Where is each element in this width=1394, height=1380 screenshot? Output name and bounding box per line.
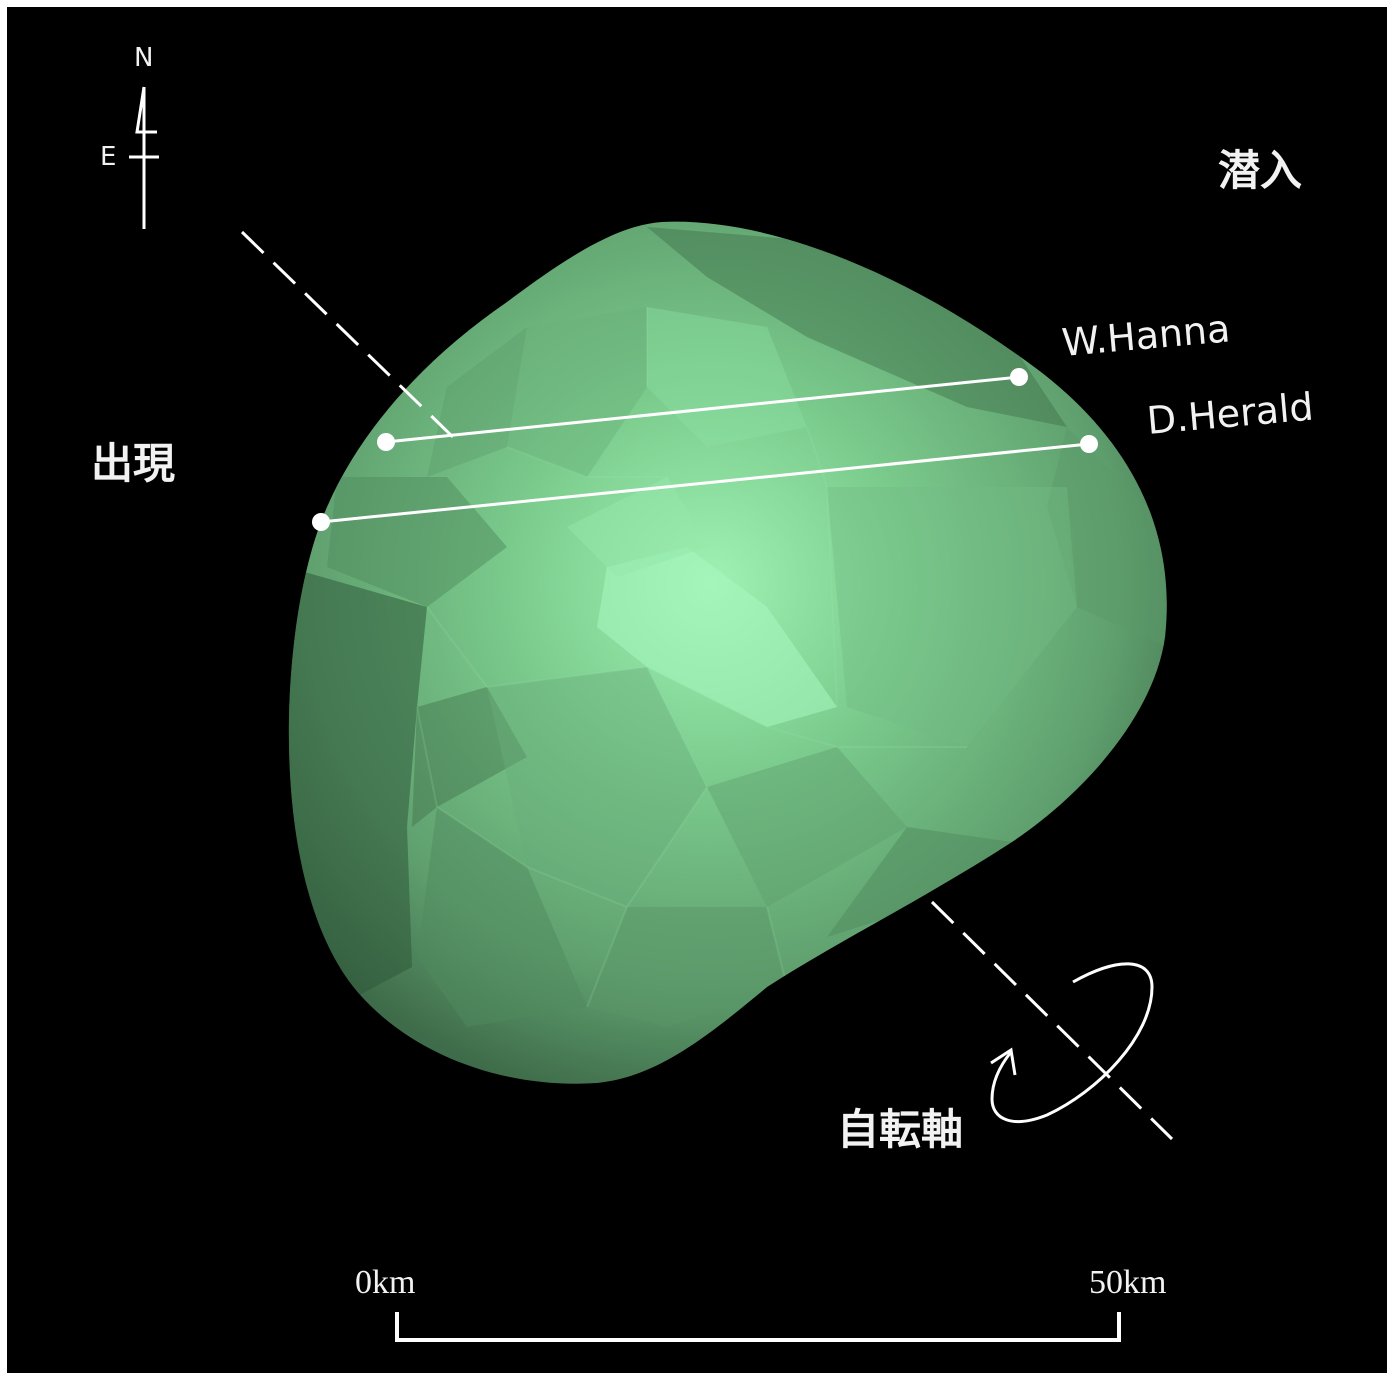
rotation-axis-line [240,230,1174,1141]
rotation-direction-arrow [990,962,1154,1124]
scale-bar-start-label: 0km [355,1264,416,1301]
chord-w-hanna [377,368,1028,451]
asteroid-scene [129,86,1174,1342]
compass-arrow [129,86,159,229]
asteroid-shape [288,221,1167,1084]
scale-bar-end-label: 50km [1089,1264,1167,1301]
scale-bar [395,1312,1121,1342]
diagram-frame: N E 潜入 出現 自転軸 W.Hanna D.Herald 0km 50km [7,7,1387,1373]
reappearance-label: 出現 [91,439,176,488]
rotation-axis-label: 自転軸 [837,1105,964,1154]
disappearance-label: 潜入 [1218,146,1303,195]
chord-d-herald [312,435,1098,531]
compass-north-label: N [134,43,154,73]
compass-east-label: E [100,142,117,172]
